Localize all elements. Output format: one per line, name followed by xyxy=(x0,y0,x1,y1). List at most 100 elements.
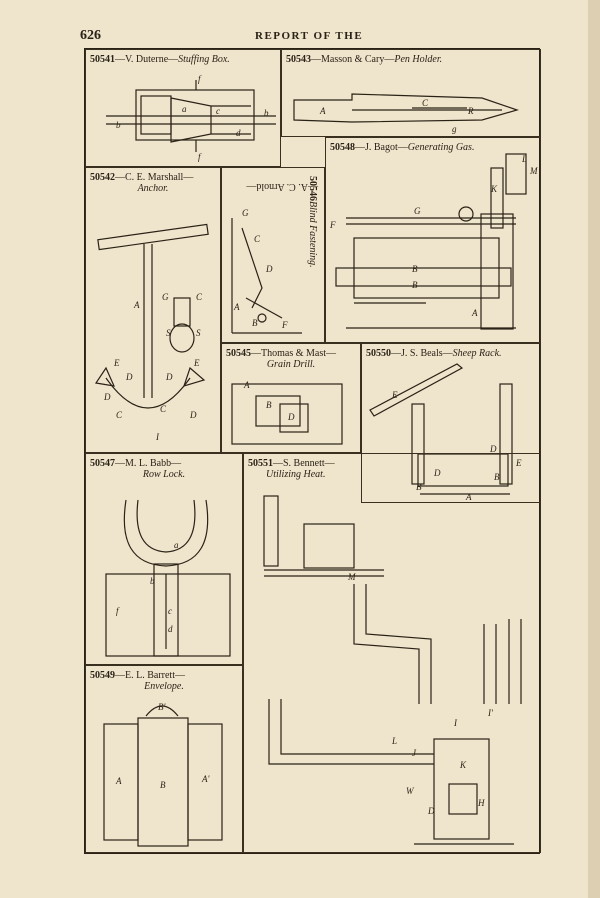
running-head: REPORT OF THE xyxy=(255,30,364,42)
svg-text:B: B xyxy=(266,400,272,410)
svg-text:K: K xyxy=(490,184,498,194)
blind-fastening-drawing: G C D A B F xyxy=(231,208,302,334)
svg-text:A: A xyxy=(471,308,478,318)
svg-text:C: C xyxy=(196,292,203,302)
svg-text:G: G xyxy=(162,292,169,302)
svg-text:A: A xyxy=(319,106,326,116)
svg-text:B: B xyxy=(494,472,500,482)
sheep-rack-drawing: E D E D B B A xyxy=(369,363,522,502)
heat-apparatus-drawing: M I I' L J K W D H xyxy=(263,495,522,845)
svg-text:f: f xyxy=(198,74,202,84)
svg-text:D: D xyxy=(427,806,435,816)
svg-text:c: c xyxy=(216,106,220,116)
page-header: 626 REPORT OF THE xyxy=(80,28,540,44)
svg-text:M: M xyxy=(347,572,356,582)
svg-text:B: B xyxy=(412,280,418,290)
svg-text:C: C xyxy=(422,98,429,108)
svg-text:b: b xyxy=(150,576,155,586)
figure-caption: 50542—C. E. Marshall—Anchor. xyxy=(90,172,194,194)
figure-50549: 50549—E. L. Barrett—Envelope. B' A B A' xyxy=(85,665,243,853)
svg-text:a: a xyxy=(182,104,187,114)
svg-text:A: A xyxy=(133,300,140,310)
svg-text:c: c xyxy=(168,606,172,616)
envelope-drawing: B' A B A' xyxy=(103,702,223,847)
page-number: 626 xyxy=(80,28,101,43)
figure-50543: 50543—Masson & Cary—Pen Holder. A C R g xyxy=(281,49,541,137)
svg-text:B: B xyxy=(412,264,418,274)
patent-plate: 50541—V. Duterne—Stuffing Box. f a c d b… xyxy=(84,48,541,854)
page-edge xyxy=(588,0,600,898)
svg-text:E: E xyxy=(391,390,398,400)
svg-text:D: D xyxy=(189,410,197,420)
svg-text:d: d xyxy=(236,128,241,138)
pen-holder-drawing: A C R g xyxy=(293,93,520,134)
figure-50542: 50542—C. E. Marshall—Anchor. A G C S S E… xyxy=(85,167,221,453)
svg-text:f: f xyxy=(116,606,120,616)
svg-text:H: H xyxy=(477,798,485,808)
svg-text:E: E xyxy=(515,458,522,468)
svg-text:D: D xyxy=(165,372,173,382)
svg-text:R: R xyxy=(467,106,474,116)
svg-text:C: C xyxy=(116,410,123,420)
figure-caption: 50551—S. Bennett—Utilizing Heat. xyxy=(248,458,335,480)
svg-text:L: L xyxy=(521,154,527,164)
svg-text:F: F xyxy=(281,320,288,330)
figure-50541: 50541—V. Duterne—Stuffing Box. f a c d b… xyxy=(85,49,281,167)
figure-caption: 50547—M. L. Babb—Row Lock. xyxy=(90,458,186,480)
svg-text:d: d xyxy=(168,624,173,634)
svg-text:E: E xyxy=(193,358,200,368)
gas-generator-drawing: L M K F G B B A xyxy=(329,153,538,330)
figure-caption: 50545—Thomas & Mast—Grain Drill. xyxy=(226,348,336,370)
svg-text:b: b xyxy=(116,120,121,130)
svg-text:a: a xyxy=(174,540,179,550)
svg-text:M: M xyxy=(529,166,538,176)
svg-text:C: C xyxy=(254,234,261,244)
svg-text:W: W xyxy=(406,786,415,796)
svg-text:f: f xyxy=(198,152,202,162)
svg-text:D: D xyxy=(103,392,111,402)
svg-text:A: A xyxy=(465,492,472,502)
svg-text:A: A xyxy=(233,302,240,312)
figure-50548: 50548—J. Bagot—Generating Gas. L M K F G… xyxy=(325,137,541,343)
svg-text:D: D xyxy=(125,372,133,382)
svg-text:F: F xyxy=(329,220,336,230)
figure-50547: 50547—M. L. Babb—Row Lock. a b f c d xyxy=(85,453,243,665)
svg-text:D: D xyxy=(433,468,441,478)
svg-text:D: D xyxy=(489,444,497,454)
svg-text:S: S xyxy=(196,328,201,338)
grain-drill-drawing: A B D xyxy=(231,380,343,445)
figure-50545: 50545—Thomas & Mast—Grain Drill. A B D xyxy=(221,343,361,453)
figure-caption: 50543—Masson & Cary—Pen Holder. xyxy=(286,54,443,65)
svg-text:I': I' xyxy=(487,708,494,718)
svg-text:G: G xyxy=(242,208,249,218)
svg-text:A': A' xyxy=(201,774,210,784)
figure-50546: 50546—A. C. Arnold—Blind Fastening. G C … xyxy=(221,167,325,343)
row-lock-drawing: a b f c d xyxy=(105,499,231,657)
svg-text:B: B xyxy=(252,318,258,328)
part-labels: f a c d b f b xyxy=(116,74,269,162)
svg-text:I: I xyxy=(155,432,160,442)
svg-text:D: D xyxy=(265,264,273,274)
figure-caption: 50548—J. Bagot—Generating Gas. xyxy=(330,142,475,153)
svg-text:B: B xyxy=(416,482,422,492)
svg-text:L: L xyxy=(391,736,397,746)
svg-text:b: b xyxy=(264,108,269,118)
svg-text:I: I xyxy=(453,718,458,728)
svg-text:J: J xyxy=(412,748,417,758)
figure-caption: 50541—V. Duterne—Stuffing Box. xyxy=(90,54,230,65)
figure-caption: 50549—E. L. Barrett—Envelope. xyxy=(90,670,185,692)
anchor-drawing: A G C S S E E D D D C C D I xyxy=(94,223,209,442)
stuffing-box-drawing: f a c d b f b xyxy=(106,74,276,162)
svg-text:B: B xyxy=(160,780,166,790)
svg-text:B': B' xyxy=(158,702,166,712)
svg-text:K: K xyxy=(459,760,467,770)
svg-text:D: D xyxy=(287,412,295,422)
figure-50551: 50551—S. Bennett—Utilizing Heat. M I I' xyxy=(243,453,541,853)
svg-text:g: g xyxy=(452,124,457,134)
svg-text:A: A xyxy=(115,776,122,786)
svg-text:A: A xyxy=(243,380,250,390)
svg-text:E: E xyxy=(113,358,120,368)
svg-text:S: S xyxy=(166,328,171,338)
figure-caption: 50550—J. S. Beals—Sheep Rack. xyxy=(366,348,502,359)
svg-text:C: C xyxy=(160,404,167,414)
